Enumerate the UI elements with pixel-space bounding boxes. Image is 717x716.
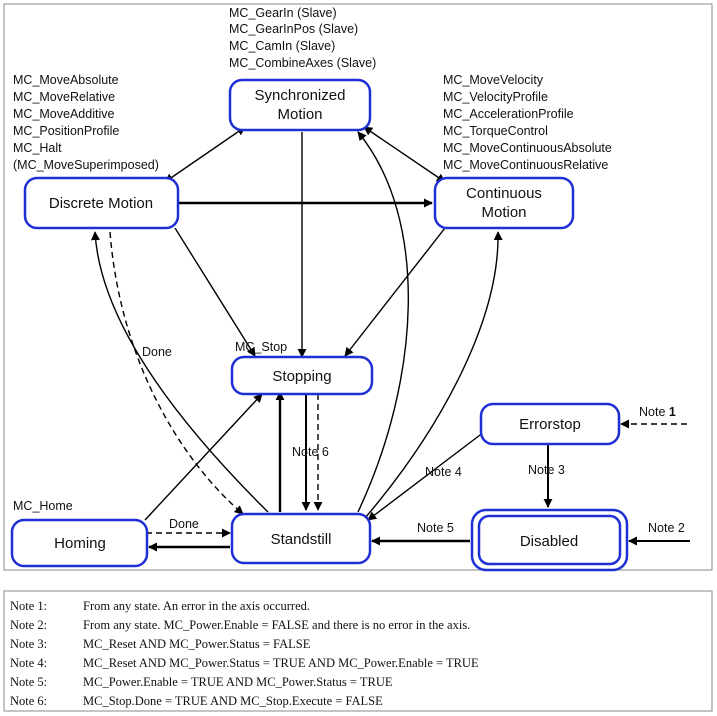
discrete-fb-5: (MC_MoveSuperimposed) <box>13 158 159 172</box>
note-text-3: MC_Reset AND MC_Power.Status = FALSE <box>83 637 311 651</box>
diagram-frame <box>3 3 713 571</box>
state-synchronized-motion <box>228 78 372 132</box>
discrete-fb-1: MC_MoveRelative <box>13 90 115 104</box>
discrete-label: Discrete Motion <box>49 195 153 212</box>
continuous-fb-5: MC_MoveContinuousRelative <box>443 158 608 172</box>
state-homing <box>10 518 149 568</box>
arrow-sync-discrete <box>164 126 246 183</box>
note-text-6: MC_Stop.Done = TRUE AND MC_Stop.Execute … <box>83 694 383 708</box>
note-text-2: From any state. MC_Power.Enable = FALSE … <box>83 618 470 632</box>
arrow-sync-continuous <box>363 126 446 183</box>
note-key-3: Note 3: <box>10 637 47 651</box>
state-discrete-motion <box>23 176 180 230</box>
note1-label: Note 1 <box>639 405 676 419</box>
notes-table: Note 1: From any state. An error in the … <box>10 599 479 708</box>
note5-label: Note 5 <box>417 521 454 535</box>
note-key-5: Note 5: <box>10 675 47 689</box>
continuous-fb-3: MC_TorqueControl <box>443 124 548 138</box>
state-continuous-motion <box>433 176 575 230</box>
mc-home-label: MC_Home <box>13 499 73 513</box>
arrow-discrete-standstill-done <box>109 231 244 515</box>
standstill-label: Standstill <box>271 531 332 548</box>
state-disabled-inner <box>477 514 622 566</box>
arrow-standstill-discrete <box>90 231 269 513</box>
note-text-5: MC_Power.Enable = TRUE AND MC_Power.Stat… <box>83 675 393 689</box>
done-discrete-label: Done <box>142 345 172 359</box>
discrete-fb-2: MC_MoveAdditive <box>13 107 114 121</box>
discrete-fb-0: MC_MoveAbsolute <box>13 73 119 87</box>
transitions <box>90 126 690 552</box>
arrow-homing-stopping <box>144 393 263 521</box>
errorstop-label: Errorstop <box>519 416 581 433</box>
continuous-label-1: Continuous <box>466 185 542 202</box>
state-errorstop <box>479 402 621 446</box>
sync-fb-2: MC_CamIn (Slave) <box>229 39 335 53</box>
arrow-standstill-sync <box>357 131 410 513</box>
mc-stop-label: MC_Stop <box>235 340 287 354</box>
sync-fb-0: MC_GearIn (Slave) <box>229 6 337 20</box>
note1-prefix: Note <box>639 405 669 419</box>
discrete-fb-3: MC_PositionProfile <box>13 124 119 138</box>
continuous-fb-4: MC_MoveContinuousAbsolute <box>443 141 612 155</box>
stopping-label: Stopping <box>272 368 331 385</box>
disabled-label: Disabled <box>520 533 578 550</box>
note3-label: Note 3 <box>528 463 565 477</box>
state-stopping <box>230 355 374 396</box>
arrow-errorstop-standstill <box>367 431 485 521</box>
continuous-fb-2: MC_AccelerationProfile <box>443 107 574 121</box>
note-text-1: From any state. An error in the axis occ… <box>83 599 310 613</box>
done-homing-label: Done <box>169 517 199 531</box>
arrow-discrete-stopping <box>174 227 256 357</box>
homing-label: Homing <box>54 535 106 552</box>
note6-label: Note 6 <box>292 445 329 459</box>
note2-label: Note 2 <box>648 521 685 535</box>
synchronized-label-1: Synchronized <box>255 87 346 104</box>
notes-frame <box>3 590 713 712</box>
state-standstill <box>230 512 372 565</box>
note-key-4: Note 4: <box>10 656 47 670</box>
note4-label: Note 4 <box>425 465 462 479</box>
note-key-2: Note 2: <box>10 618 47 632</box>
arrow-standstill-continuous <box>364 231 503 519</box>
note-key-1: Note 1: <box>10 599 47 613</box>
note-key-6: Note 6: <box>10 694 47 708</box>
continuous-label-2: Motion <box>481 204 526 221</box>
sync-fb-1: MC_GearInPos (Slave) <box>229 22 358 36</box>
continuous-fb-0: MC_MoveVelocity <box>443 73 544 87</box>
note1-num: 1 <box>669 405 676 419</box>
synchronized-label-2: Motion <box>277 106 322 123</box>
sync-fb-3: MC_CombineAxes (Slave) <box>229 56 376 70</box>
discrete-fb-4: MC_Halt <box>13 141 62 155</box>
arrow-continuous-stopping <box>344 227 446 357</box>
continuous-fb-1: MC_VelocityProfile <box>443 90 548 104</box>
note-text-4: MC_Reset AND MC_Power.Status = TRUE AND … <box>83 656 479 670</box>
